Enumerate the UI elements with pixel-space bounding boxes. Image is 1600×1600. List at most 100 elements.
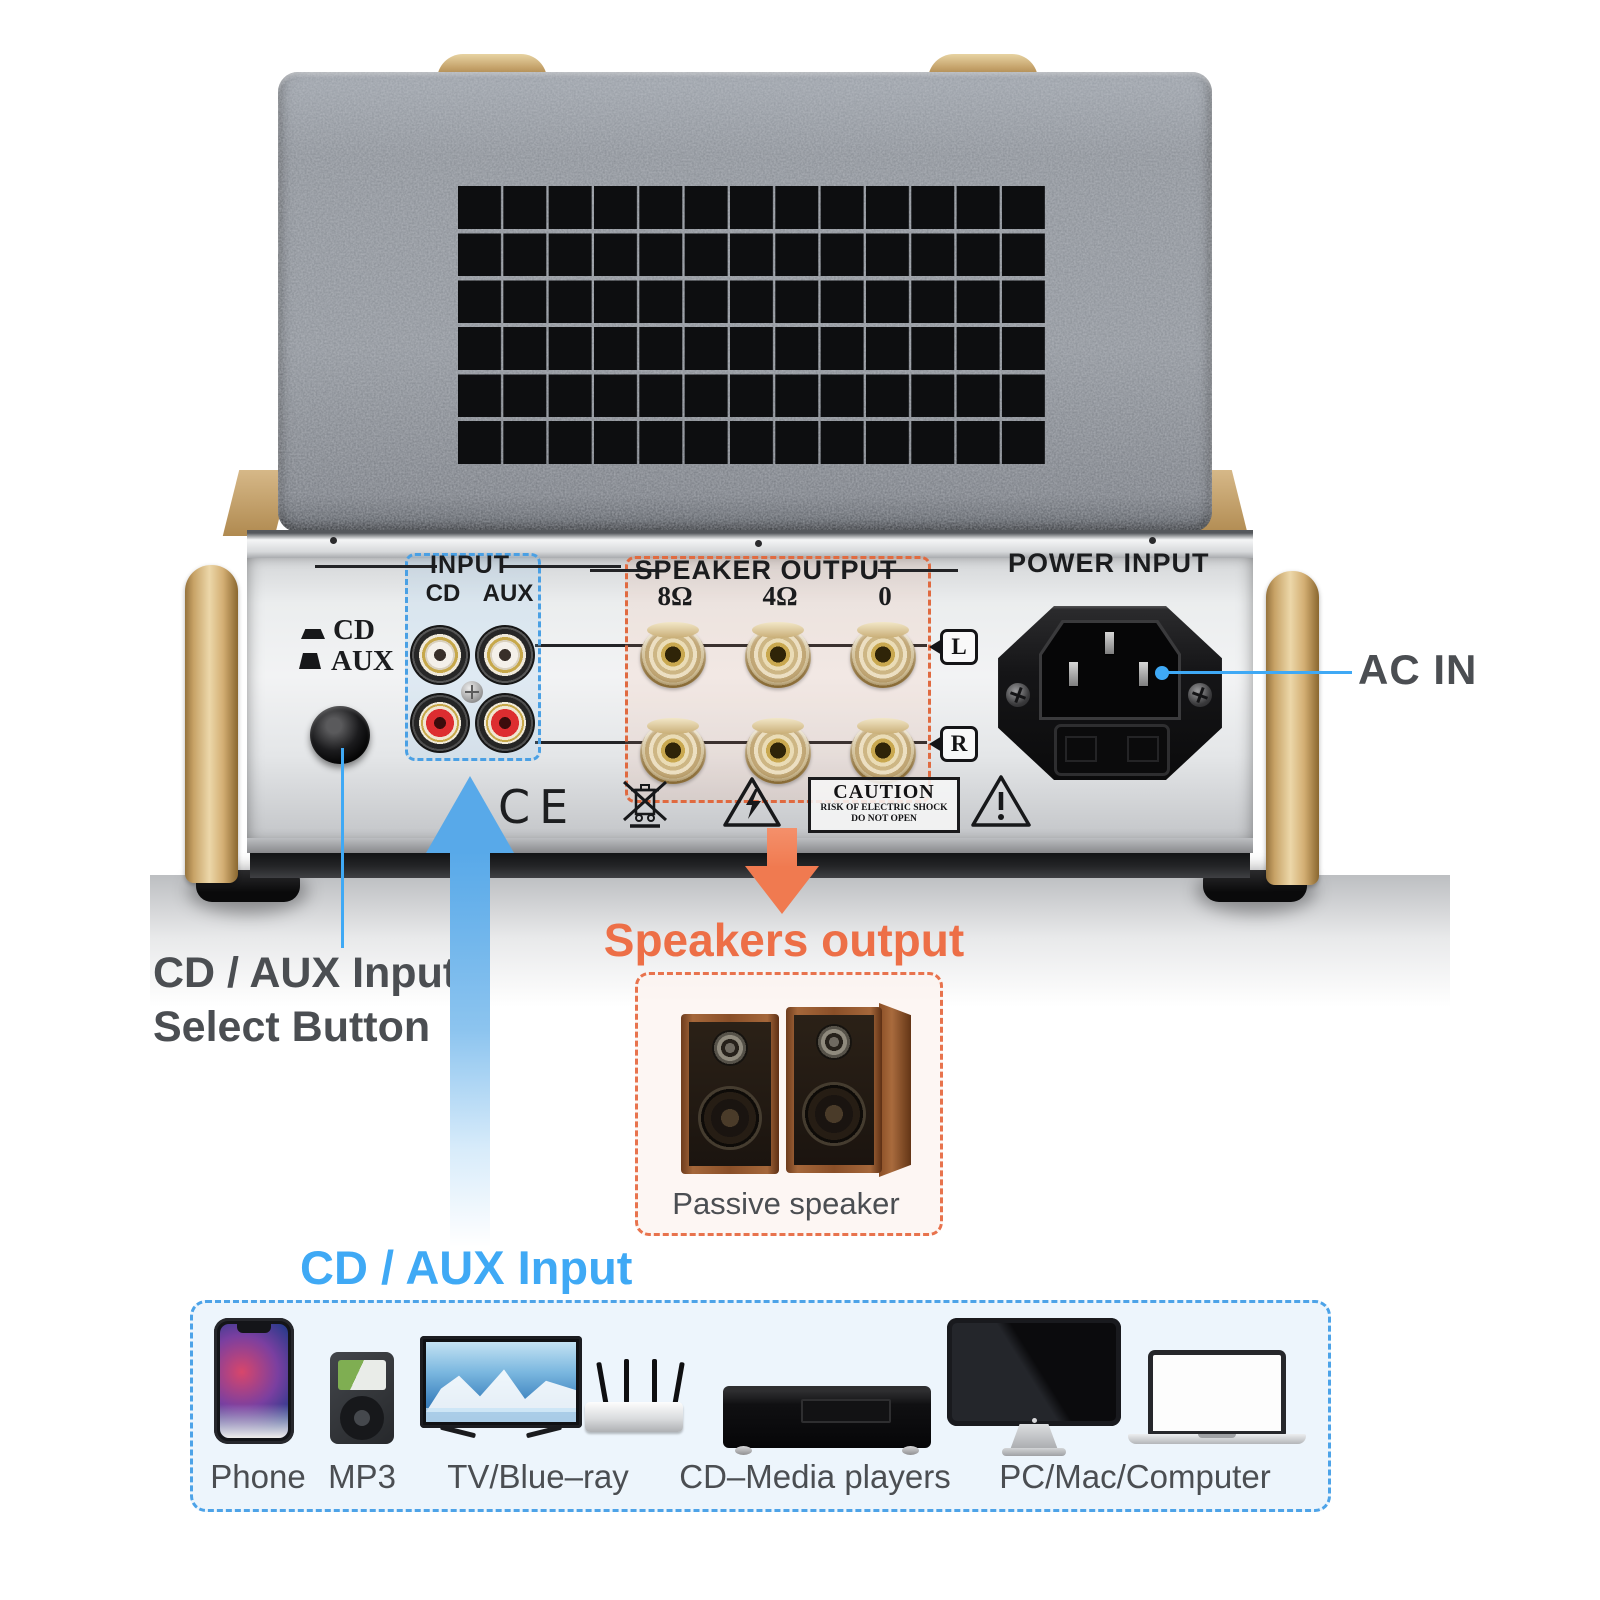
cd-player-foot xyxy=(735,1446,752,1455)
legend-aux: AUX xyxy=(331,645,394,677)
input-arrow-head xyxy=(426,776,514,853)
binding-post-0-right xyxy=(850,718,916,784)
cd-media-players-label: CD–Media players xyxy=(679,1458,951,1495)
phone-image xyxy=(214,1318,294,1444)
imac-image xyxy=(947,1318,1121,1426)
binding-post-4ohm-right xyxy=(745,718,811,784)
legend-cd: CD xyxy=(333,614,375,646)
caution-title: CAUTION xyxy=(833,781,935,803)
binding-post-8ohm-left xyxy=(640,622,706,688)
caution-line2: DO NOT OPEN xyxy=(851,814,917,824)
ac-in-callout-line xyxy=(1162,671,1352,674)
chassis-screw xyxy=(755,540,762,547)
speaker-right-side xyxy=(879,1003,911,1177)
aux-rca-jack-white xyxy=(475,625,535,685)
tap-8ohm-label: 8Ω xyxy=(657,581,693,611)
left-channel-letter: L xyxy=(951,634,967,659)
input-title-rule-left xyxy=(315,565,437,568)
speaker-title-rule-right xyxy=(878,569,958,572)
cd-rca-jack-white xyxy=(410,625,470,685)
right-channel-badge: R xyxy=(929,726,978,762)
select-button-label: CD / AUX Input Select Button xyxy=(153,946,457,1054)
speaker-left-tweeter xyxy=(712,1030,748,1066)
mp3-click-wheel xyxy=(340,1396,384,1440)
right-channel-letter: R xyxy=(950,731,968,756)
power-section-title: POWER INPUT xyxy=(1008,548,1210,578)
cd-position-icon xyxy=(301,629,325,639)
tap-0ohm-label: 0 xyxy=(878,581,892,611)
router-image xyxy=(585,1402,683,1432)
speaker-section-title: SPEAKER OUTPUT xyxy=(634,555,898,585)
router-antenna xyxy=(652,1359,657,1403)
input-section-title: INPUT xyxy=(430,551,510,579)
mp3-label: MP3 xyxy=(328,1458,396,1495)
vent-grid xyxy=(458,186,1045,464)
speaker-right-tweeter xyxy=(816,1024,852,1060)
select-button-label-line1: CD / AUX Input xyxy=(153,949,458,997)
speaker-title-rule-left xyxy=(590,569,656,572)
cd-player-image xyxy=(723,1386,931,1455)
aux-position-icon xyxy=(299,653,321,669)
macbook-base xyxy=(1128,1434,1306,1444)
chassis-screw xyxy=(1149,537,1156,544)
aux-rca-jack-red xyxy=(475,693,535,753)
speaker-left-woofer xyxy=(698,1086,762,1150)
speaker-right-image xyxy=(786,1007,882,1173)
tv-mountain-art xyxy=(426,1369,576,1412)
panel-screw xyxy=(461,681,483,703)
binding-post-8ohm-right xyxy=(640,718,706,784)
ac-in-label: AC IN xyxy=(1358,646,1478,693)
right-channel-line xyxy=(535,741,927,744)
gold-pillar-right xyxy=(1266,571,1319,885)
gold-pillar-left xyxy=(185,565,238,883)
aux-jack-label: AUX xyxy=(482,580,534,607)
speakers-arrow-head xyxy=(745,866,819,914)
binding-post-0-left xyxy=(850,622,916,688)
fuse-drawer xyxy=(1054,724,1170,776)
cd-jack-label: CD xyxy=(425,580,461,607)
passive-speaker-caption: Passive speaker xyxy=(672,1186,900,1221)
input-title-rule-right xyxy=(503,565,621,568)
warning-triangle-icon xyxy=(970,772,1032,830)
tube-cage xyxy=(278,72,1212,532)
speakers-output-title: Speakers output xyxy=(603,914,965,966)
caution-box: CAUTION RISK OF ELECTRIC SHOCK DO NOT OP… xyxy=(808,777,960,833)
select-button-label-line2: Select Button xyxy=(153,1003,431,1051)
caution-line1: RISK OF ELECTRIC SHOCK xyxy=(820,803,948,813)
weee-bin-icon xyxy=(618,776,672,830)
pc-mac-computer-label: PC/Mac/Computer xyxy=(999,1458,1271,1495)
router-antenna xyxy=(624,1359,629,1403)
left-channel-line xyxy=(535,644,927,647)
input-select-button xyxy=(310,706,370,764)
iec-socket xyxy=(1039,620,1181,720)
iec-earth-pin xyxy=(1105,632,1114,654)
cd-player-display xyxy=(801,1399,891,1423)
select-button-callout-line xyxy=(341,748,344,948)
iec-line-pin xyxy=(1069,662,1078,686)
mp3-screen xyxy=(338,1360,386,1390)
cd-aux-input-heading: CD / AUX Input xyxy=(300,1241,633,1294)
speaker-right-woofer xyxy=(802,1082,866,1146)
macbook-screen xyxy=(1148,1350,1286,1436)
phone-label: Phone xyxy=(210,1458,306,1495)
tv-lake-art xyxy=(426,1408,576,1422)
panel-bottom-edge xyxy=(247,838,1253,853)
high-voltage-icon xyxy=(722,774,782,830)
iec-screw-left xyxy=(1006,683,1030,707)
input-arrow-shaft xyxy=(450,852,490,1247)
tv-blueray-label: TV/Blue–ray xyxy=(447,1458,629,1495)
tap-4ohm-label: 4Ω xyxy=(762,581,798,611)
imac-stand xyxy=(1010,1424,1058,1450)
mp3-player-image xyxy=(330,1352,394,1444)
left-channel-badge: L xyxy=(929,629,978,665)
phone-notch xyxy=(237,1324,271,1333)
speaker-left-image xyxy=(681,1014,779,1174)
tv-screen xyxy=(426,1342,576,1422)
speakers-arrow-shaft xyxy=(767,828,797,868)
imac-base xyxy=(1002,1448,1066,1456)
iec-screw-right xyxy=(1188,683,1212,707)
phone-screen xyxy=(220,1324,288,1438)
tv-image xyxy=(420,1336,582,1428)
cd-rca-jack-red xyxy=(410,693,470,753)
